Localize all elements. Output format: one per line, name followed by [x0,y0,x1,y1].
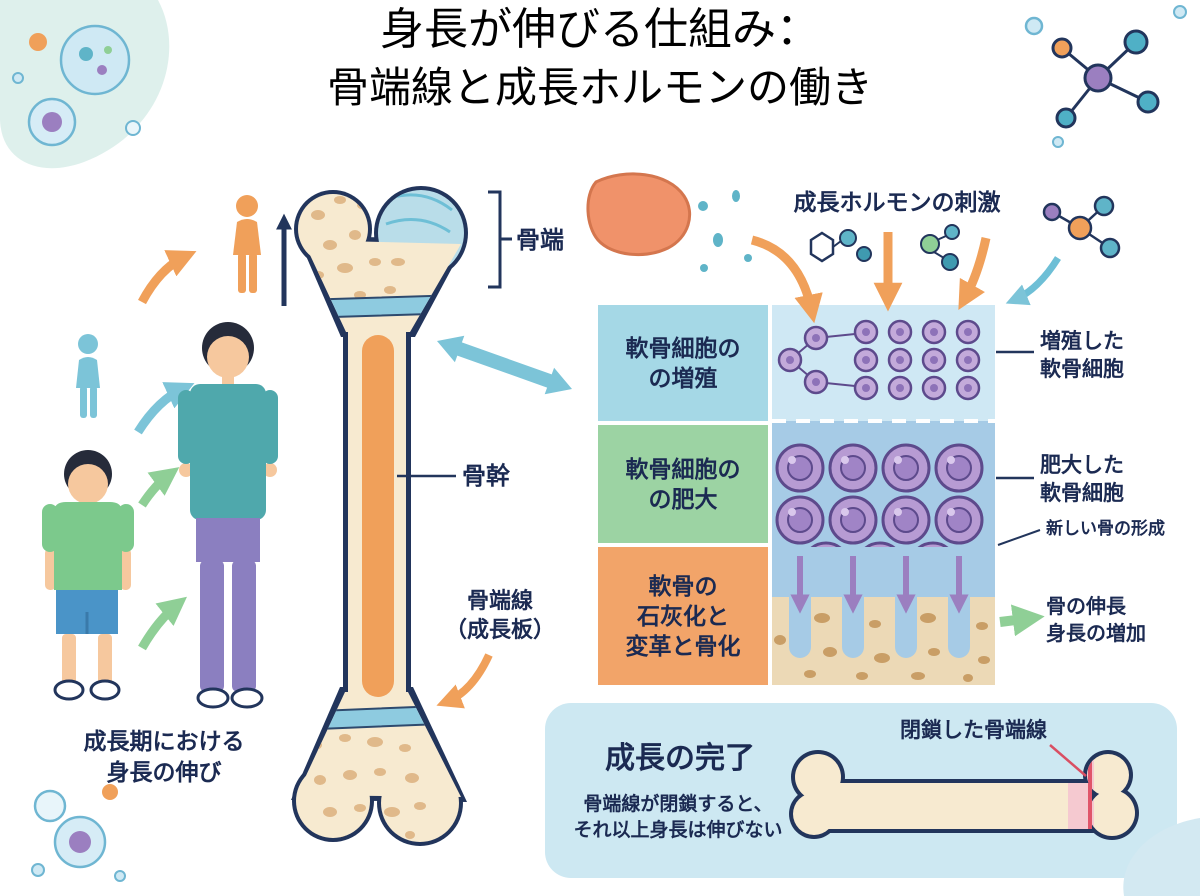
stage3-label-line2: 石灰化と [637,603,729,629]
elongation-line2: 身長の増加 [1046,623,1146,645]
adult-figure [178,322,278,709]
page-title: 身長が伸びる仕組み： 骨端線と成長ホルモンの働き [0,0,1200,116]
growth-arrow-orange-icon [138,250,197,305]
epiphysis-label: 骨端 [516,227,564,254]
epiphysis-bracket [488,190,512,289]
stage3-illustration-panel [772,547,995,685]
stage-label-box-hypertrophy: 軟骨細胞の の肥大 [598,425,768,543]
person-pictogram-teal [76,334,100,418]
hormone-droplets [698,190,752,272]
stage2-illustration-panel [772,421,995,547]
boy-figure [42,450,134,701]
page-title-line1: 身長が伸びる仕組み： [380,5,820,54]
stage1-side-line2: 軟骨細胞 [1040,358,1124,381]
stimulus-arrow-right-icon [958,237,991,311]
growth-plate-band-bottom [296,703,464,732]
stage2-side-line1: 肥大した [1040,454,1124,477]
long-bone-diagram [291,186,468,846]
stage3-label-line1: 軟骨の [648,573,718,599]
growth-plate-label-line2: （成長板） [444,617,555,642]
diaphysis-label: 骨幹 [462,463,510,490]
page-title-line2: 骨端線と成長ホルモンの働き [326,64,873,111]
medullary-cavity [362,335,394,697]
stage1-side-label: 増殖した 軟骨細胞 [1040,328,1124,384]
growth-plate-band-top [299,293,463,320]
completion-text: 骨端線が閉鎖すると、 それ以上身長は伸びない [548,792,808,844]
completion-text-line2: それ以上身長は伸びない [573,820,783,841]
stage2-side-line2: 軟骨細胞 [1040,482,1124,505]
stage2-side-label: 肥大した 軟骨細胞 [1040,452,1124,508]
elongation-line1: 骨の伸長 [1046,596,1126,618]
decor-bottom-left-cells [31,784,126,882]
growth-caption-line1: 成長期における [83,728,245,754]
growth-arrow-teal-icon [134,382,195,435]
growth-plate-label: 骨端線 （成長板） [440,586,560,644]
hormone-title: 成長ホルモンの刺激 [793,189,1001,215]
stage-label-box-ossification: 軟骨の 石灰化と 変革と骨化 [598,547,768,685]
stage2-label-line1: 軟骨細胞の [625,456,741,482]
hormone-molecule-2 [920,224,960,271]
bone-to-panel-arrow-icon [437,335,572,395]
elongation-label: 骨の伸長 身長の増加 [1046,594,1146,648]
completion-title: 成長の完了 [605,742,755,775]
new-bone-leader-line [997,529,1041,546]
closed-plate-label: 閉鎖した骨端線 [900,719,1047,742]
growth-plate-label-line1: 骨端線 [466,588,533,613]
stage1-side-line1: 増殖した [1040,330,1124,353]
growth-caption-line2: 身長の伸び [106,759,222,785]
stimulus-arrow-teal-icon [1005,256,1061,306]
stimulus-arrow-left-icon [750,235,823,324]
growth-plate-arrow-icon [436,653,493,709]
growth-caption: 成長期における 身長の伸び [38,726,290,788]
person-pictogram-orange [233,195,261,293]
stage3-label-line3: 変革と骨化 [625,633,741,659]
new-bone-label: 新しい骨の形成 [1046,519,1165,538]
hormone-molecule-3 [1042,195,1121,259]
stage1-label-line1: 軟骨細胞の [625,335,741,361]
stage-label-box-proliferation: 軟骨細胞の の増殖 [598,305,768,421]
stage1-illustration-panel [772,305,995,421]
completion-panel [545,703,1177,878]
completion-text-line1: 骨端線が閉鎖すると、 [583,794,773,815]
elongation-arrow-icon [999,604,1045,637]
pituitary-gland-illustration [586,172,692,256]
stage1-label-line2: の増殖 [648,365,718,391]
stage2-label-line2: の肥大 [648,486,718,512]
growth-arrow-green-upper-icon [138,467,180,508]
growth-arrow-green-lower-icon [138,596,187,651]
hormone-molecule-1 [809,229,872,263]
trabecular-texture [308,196,426,842]
